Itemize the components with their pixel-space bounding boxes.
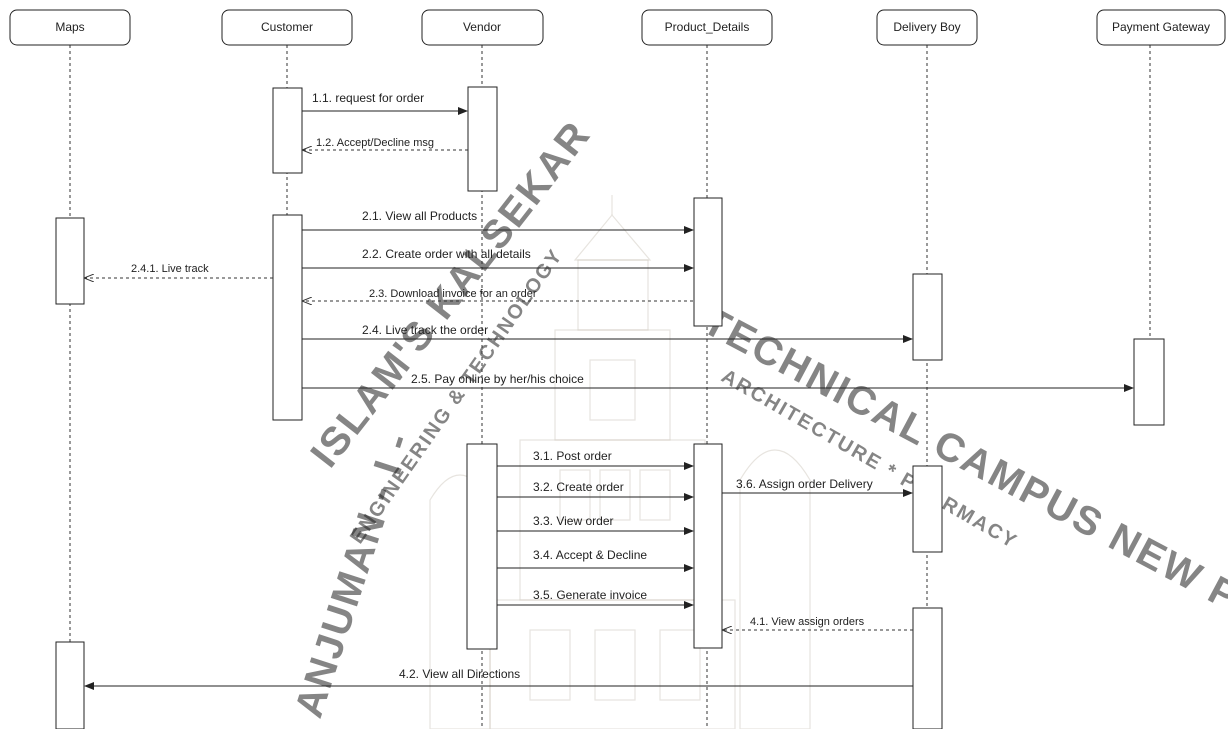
message-2-5[interactable]: 2.5. Pay online by her/his choice <box>302 372 1133 388</box>
message-label: 2.4. Live track the order <box>362 323 488 337</box>
participant-customer[interactable]: Customer <box>222 10 352 45</box>
participant-maps[interactable]: Maps <box>10 10 130 45</box>
message-1-1[interactable]: 1.1. request for order <box>302 91 467 111</box>
activations <box>56 87 1164 729</box>
message-4-2[interactable]: 4.2. View all Directions <box>85 667 913 686</box>
message-3-2[interactable]: 3.2. Create order <box>497 480 693 497</box>
message-4-1[interactable]: 4.1. View assign orders <box>723 616 913 630</box>
participant-label: Customer <box>261 20 313 34</box>
messages: 1.1. request for order 1.2. Accept/Decli… <box>85 91 1133 686</box>
participant-vendor[interactable]: Vendor <box>422 10 543 45</box>
message-label: 3.1. Post order <box>533 449 612 463</box>
activation-product-2[interactable] <box>694 444 722 648</box>
activation-payment-1[interactable] <box>1134 339 1164 425</box>
message-label: 3.4. Accept & Decline <box>533 548 647 562</box>
message-label: 2.5. Pay online by her/his choice <box>411 372 584 386</box>
participant-label: Delivery Boy <box>893 20 960 34</box>
message-label: 4.2. View all Directions <box>399 667 520 681</box>
activation-maps-2[interactable] <box>56 642 84 729</box>
message-3-5[interactable]: 3.5. Generate invoice <box>497 588 693 605</box>
participant-payment[interactable]: Payment Gateway <box>1097 10 1225 45</box>
message-label: 1.1. request for order <box>312 91 424 105</box>
message-2-3[interactable]: 2.3. Download invoice for an order <box>303 288 693 301</box>
message-3-1[interactable]: 3.1. Post order <box>497 449 693 466</box>
message-3-3[interactable]: 3.3. View order <box>497 514 693 531</box>
lifelines <box>70 45 1150 729</box>
activation-delivery-3[interactable] <box>913 608 942 729</box>
message-2-4[interactable]: 2.4. Live track the order <box>302 323 912 339</box>
message-label: 2.1. View all Products <box>362 209 477 223</box>
activation-maps-1[interactable] <box>56 218 84 304</box>
message-label: 3.2. Create order <box>533 480 624 494</box>
participant-delivery[interactable]: Delivery Boy <box>877 10 977 45</box>
watermark: ISLAM'S KALSEKAR TECHNICAL CAMPUS NEW PA… <box>287 113 1228 729</box>
activation-delivery-1[interactable] <box>913 274 942 360</box>
message-label: 2.2. Create order with all details <box>362 247 531 261</box>
participant-product[interactable]: Product_Details <box>642 10 772 45</box>
activation-product-1[interactable] <box>694 198 722 326</box>
message-label: 3.5. Generate invoice <box>533 588 647 602</box>
activation-vendor-2[interactable] <box>467 444 497 649</box>
activation-customer-1[interactable] <box>273 88 302 173</box>
message-3-4[interactable]: 3.4. Accept & Decline <box>497 548 693 568</box>
participant-label: Vendor <box>463 20 501 34</box>
message-label: 2.4.1. Live track <box>131 263 209 275</box>
message-label: 4.1. View assign orders <box>750 616 865 628</box>
participant-label: Payment Gateway <box>1112 20 1210 34</box>
activation-delivery-2[interactable] <box>913 466 942 552</box>
activation-vendor-1[interactable] <box>468 87 497 191</box>
message-label: 2.3. Download invoice for an order <box>369 288 537 300</box>
message-label: 1.2. Accept/Decline msg <box>316 137 434 149</box>
participant-label: Maps <box>55 20 84 34</box>
message-1-2[interactable]: 1.2. Accept/Decline msg <box>303 137 468 150</box>
activation-customer-2[interactable] <box>273 215 302 420</box>
message-label: 3.3. View order <box>533 514 614 528</box>
message-label: 3.6. Assign order Delivery <box>736 477 873 491</box>
participant-label: Product_Details <box>665 20 750 34</box>
message-2-4-1[interactable]: 2.4.1. Live track <box>85 263 273 278</box>
